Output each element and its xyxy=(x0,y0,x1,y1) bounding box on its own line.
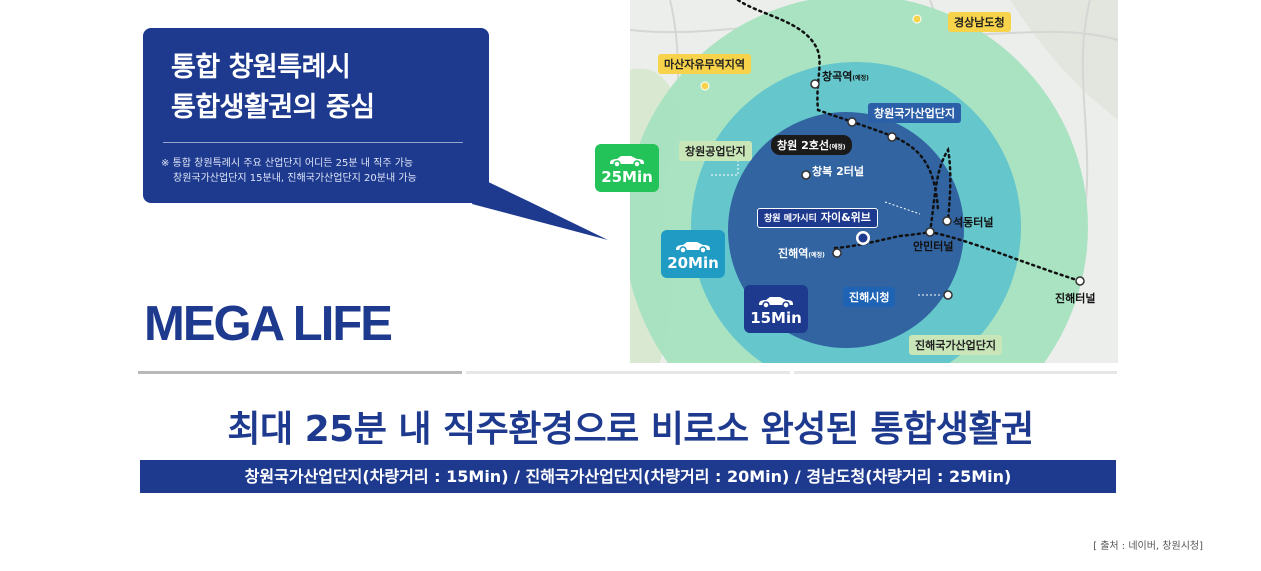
area-map xyxy=(630,0,1118,363)
car-icon xyxy=(759,297,793,309)
label-jinhae-national-complex: 진해국가산업단지 xyxy=(909,335,1002,355)
callout-note: ※ 통합 창원특례시 주요 산업단지 어디든 25분 내 직주 가능 창원국가산… xyxy=(161,156,417,186)
subline-bar: 창원국가산업단지(차량거리 : 15Min) / 진해국가산업단지(차량거리 :… xyxy=(140,460,1116,493)
brand-mega-life: MEGA LIFE xyxy=(144,297,393,351)
callout-title-line2: 통합생활권의 중심 xyxy=(171,92,375,123)
badge-15min-text: 15Min xyxy=(750,309,802,327)
label-seokdong-tunnel: 석동터널 xyxy=(953,216,994,229)
callout-note-line1: ※ 통합 창원특례시 주요 산업단지 어디든 25분 내 직주 가능 xyxy=(161,158,414,169)
label-changbok-tunnel2: 창복 2터널 xyxy=(812,165,864,178)
badge-25min: 25Min xyxy=(595,144,659,192)
callout-note-line2: 창원국가산업단지 15분내, 진해국가산업단지 20분내 가능 xyxy=(173,173,417,184)
car-icon xyxy=(676,242,710,254)
headline: 최대 25분 내 직주환경으로 비로소 완성된 통합생활권 xyxy=(227,409,1034,450)
label-changwon-national-complex: 창원국가산업단지 xyxy=(868,103,961,123)
label-jinhae-city-hall: 진해시청 xyxy=(843,287,896,307)
label-anmin-tunnel: 안민터널 xyxy=(913,240,954,253)
car-icon xyxy=(610,156,644,168)
label-changgok-station: 창곡역(예정) xyxy=(822,70,869,83)
badge-20min-text: 20Min xyxy=(667,254,719,272)
callout-divider xyxy=(163,142,463,143)
callout-title: 통합 창원특례시 통합생활권의 중심 xyxy=(171,48,375,128)
label-changwon-industrial-complex: 창원공업단지 xyxy=(679,141,752,161)
tab-indicator-3[interactable] xyxy=(794,371,1117,374)
badge-20min: 20Min xyxy=(661,230,725,278)
badge-25min-text: 25Min xyxy=(601,168,653,186)
callout-title-line1: 통합 창원특례시 xyxy=(171,52,351,83)
badge-15min: 15Min xyxy=(744,285,808,333)
label-jinhae-tunnel: 진해터널 xyxy=(1055,292,1096,305)
tab-indicator-active[interactable] xyxy=(138,371,462,374)
tab-indicator-2[interactable] xyxy=(466,371,790,374)
callout-pointer xyxy=(472,178,608,240)
callout-box: 통합 창원특례시 통합생활권의 중심 ※ 통합 창원특례시 주요 산업단지 어디… xyxy=(143,28,489,203)
label-masan-free-zone: 마산자유무역지역 xyxy=(658,54,751,74)
label-changwon-line2: 창원 2호선(예정) xyxy=(771,135,852,155)
source-note: [ 출처 : 네이버, 창원시청] xyxy=(1093,541,1203,552)
label-gyeongnam-office: 경상남도청 xyxy=(948,12,1011,32)
label-jinhae-station: 진해역(예정) xyxy=(778,247,825,260)
